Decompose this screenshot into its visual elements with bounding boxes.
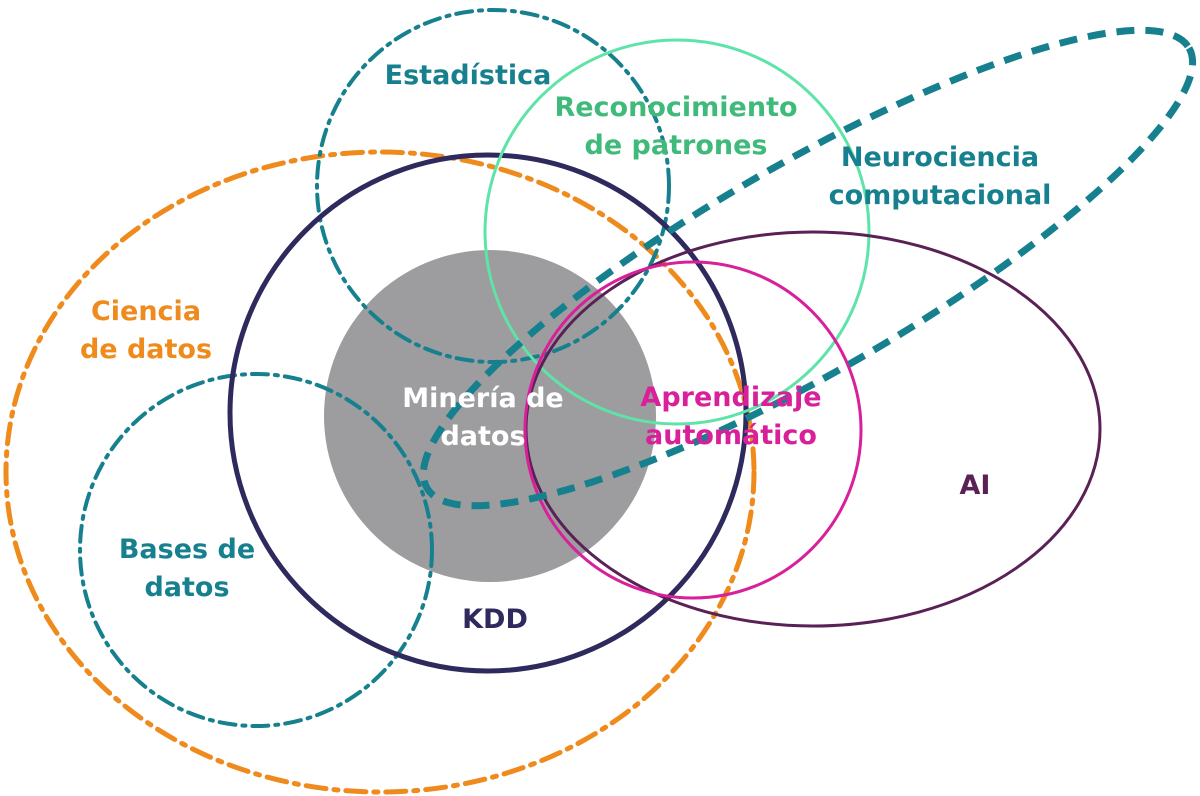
reconocimiento-label-line2: de patrones	[585, 130, 768, 161]
ai-label: AI	[960, 470, 991, 501]
kdd-circle	[227, 152, 749, 674]
reconocimiento-circle	[483, 38, 871, 426]
mineria-label-line2: datos	[440, 421, 525, 452]
bases-label-line2: datos	[144, 572, 229, 603]
ciencia-label-line2: de datos	[80, 334, 212, 365]
mineria-de-datos-circle	[324, 250, 656, 582]
estadistica-label: Estadística	[385, 60, 552, 91]
aprendizaje-circle	[523, 260, 863, 600]
bases-de-datos-circle	[78, 372, 434, 728]
estadistica-circle	[315, 8, 671, 364]
neurociencia-ellipse	[419, 26, 1197, 510]
aprendizaje-label-line1: Aprendizaje	[640, 382, 821, 413]
neurociencia-label-line1: Neurociencia	[841, 142, 1039, 173]
aprendizaje-label-line2: automático	[645, 420, 817, 451]
mineria-label-line1: Minería de	[402, 383, 564, 414]
bases-label-line1: Bases de	[119, 534, 255, 565]
ciencia-label-line1: Ciencia	[91, 296, 201, 327]
kdd-label: KDD	[462, 604, 528, 635]
neurociencia-label-line2: computacional	[829, 180, 1052, 211]
ciencia-de-datos-ellipse	[3, 149, 757, 795]
reconocimiento-label-line1: Reconocimiento	[554, 92, 797, 123]
